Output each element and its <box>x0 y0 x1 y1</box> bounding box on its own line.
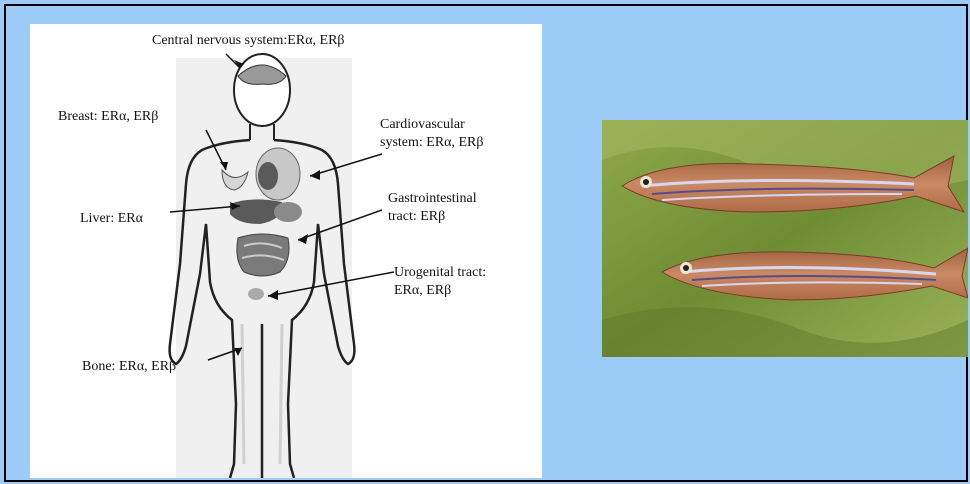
zebrafish-illustration <box>602 120 968 357</box>
zebrafish-photo <box>602 120 968 357</box>
estrogen-receptor-body-diagram: Central nervous system:ERα, ERβ Breast: … <box>30 24 542 478</box>
leg-bone-right <box>280 324 282 464</box>
label-cardiovascular-line1: Cardiovascular <box>380 116 465 133</box>
label-gastrointestinal-line1: Gastrointestinal <box>388 190 477 207</box>
label-bone: Bone: ERα, ERβ <box>82 358 176 375</box>
stomach <box>274 202 302 222</box>
urogenital-organ <box>248 288 264 300</box>
human-body-illustration <box>30 24 542 478</box>
heart <box>258 162 278 190</box>
label-liver: Liver: ERα <box>80 210 143 227</box>
label-gastrointestinal-line2: tract: ERβ <box>388 208 445 225</box>
label-urogenital-line2: ERα, ERβ <box>394 282 451 299</box>
label-cardiovascular-line2: system: ERα, ERβ <box>380 134 484 151</box>
label-urogenital-line1: Urogenital tract: <box>394 264 486 281</box>
leg-bone-left <box>242 324 244 464</box>
label-central-nervous-system: Central nervous system:ERα, ERβ <box>152 32 345 49</box>
label-breast: Breast: ERα, ERβ <box>58 108 158 125</box>
